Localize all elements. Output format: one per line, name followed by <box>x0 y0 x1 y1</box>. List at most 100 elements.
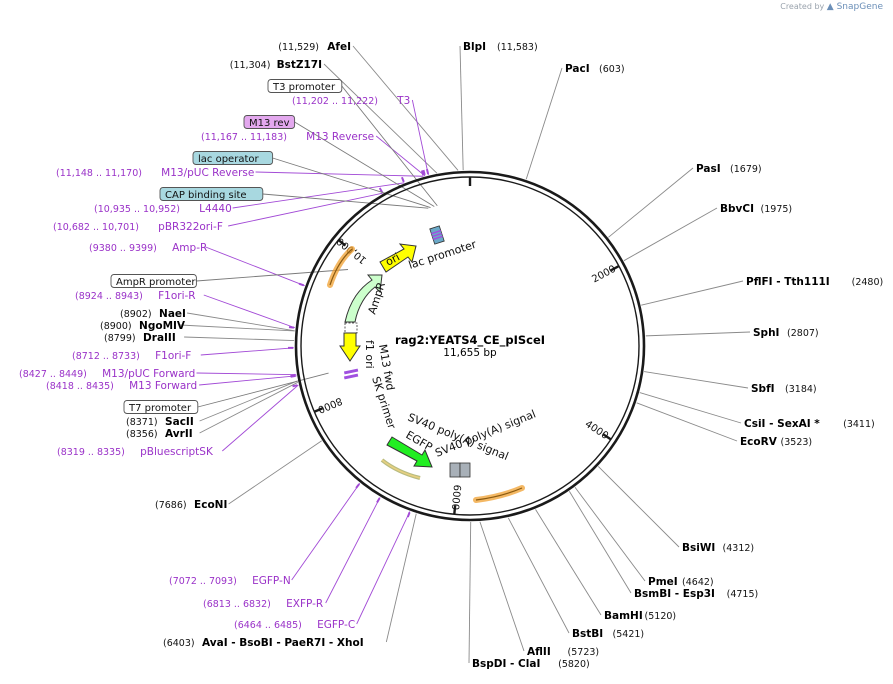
enzyme-site-label[interactable]: BbvCI(1975) <box>720 203 792 215</box>
feature-leader-line <box>197 372 329 408</box>
primer-label[interactable]: (8319 .. 8335)pBluescriptSK <box>57 446 214 458</box>
boxed-feature-label[interactable]: M13 rev <box>243 115 296 129</box>
primer-label[interactable]: (9380 .. 9399)Amp-R <box>89 242 207 254</box>
enzyme-leader-line <box>199 381 298 434</box>
primer-label[interactable]: (11,148 .. 11,170) M13/pUC Reverse <box>56 167 254 179</box>
enzyme-site-label[interactable]: (8799)DraIII <box>104 332 176 344</box>
enzyme-name: BlpI <box>463 41 486 53</box>
primer-position: (10,935 .. 10,952) <box>94 204 180 215</box>
enzyme-name: BsiWI <box>682 542 715 554</box>
enzyme-site-label[interactable]: CsiI - SexAI *(3411) <box>744 418 875 430</box>
primer-site-mark <box>298 282 305 287</box>
primer-site-mark <box>288 326 295 329</box>
primer-label[interactable]: (6813 .. 6832)EXFP-R <box>203 598 323 610</box>
primer-site-mark <box>290 373 296 377</box>
enzyme-site-label[interactable]: (7686)EcoNI <box>155 499 227 511</box>
enzyme-site-label[interactable]: AflII(5723) <box>527 646 599 658</box>
primer-position: (8319 .. 8335) <box>57 447 125 458</box>
enzyme-site-label[interactable]: BlpI(11,583) <box>463 41 538 53</box>
primer-label[interactable]: (11,202 .. 11,222)T3 <box>292 95 410 107</box>
enzyme-position: (3184) <box>785 384 817 395</box>
enzyme-name: BspDI - ClaI <box>472 658 540 670</box>
primer-position: (8427 .. 8449) <box>19 369 87 380</box>
primer-label[interactable]: (8418 .. 8435)M13 Forward <box>46 380 197 392</box>
lac-promoter-feature[interactable] <box>429 225 445 245</box>
enzyme-site-label[interactable]: (11,304)BstZ17I <box>230 59 322 71</box>
boxed-feature-label[interactable]: T3 promoter <box>267 79 343 93</box>
enzyme-leader-line <box>180 324 295 332</box>
enzyme-leader-line <box>459 45 464 171</box>
primer-label[interactable]: (8924 .. 8943)F1ori-R <box>75 290 196 302</box>
enzyme-site-label[interactable]: BamHI(5120) <box>604 610 676 622</box>
sv40-polya-box-2[interactable] <box>459 462 471 478</box>
enzyme-site-label[interactable]: BsmBI - Esp3I(4715) <box>634 588 758 600</box>
primer-leader-line <box>200 347 295 356</box>
enzyme-site-label[interactable]: SbfI(3184) <box>751 383 817 395</box>
enzyme-leader-line <box>645 331 751 337</box>
egfp-arrow[interactable] <box>386 436 433 468</box>
primer-site-mark <box>292 384 298 388</box>
feature-label-f1-ori: f1 ori <box>363 340 376 369</box>
enzyme-site-label[interactable]: PasI(1679) <box>696 163 762 175</box>
boxed-feature-label[interactable]: lac operator <box>192 151 274 165</box>
m13-fwd-bar[interactable] <box>343 368 359 375</box>
primer-label[interactable]: (8712 .. 8733)F1ori-F <box>72 350 191 362</box>
boxed-feature-label[interactable]: CAP binding site <box>159 187 264 201</box>
enzyme-name: BamHI <box>604 610 643 622</box>
enzyme-name: BstBI <box>572 628 603 640</box>
enzyme-site-label[interactable]: (8900)NgoMIV <box>100 320 186 332</box>
enzyme-site-label[interactable]: (8356)AvrII <box>126 428 193 440</box>
enzyme-leader-line <box>644 371 749 389</box>
primer-name: EGFP-C <box>317 619 355 631</box>
enzyme-site-label[interactable]: EcoRV(3523) <box>740 436 812 448</box>
enzyme-site-label[interactable]: (8371)SacII <box>126 416 194 428</box>
enzyme-site-label[interactable]: PmeI(4642) <box>648 576 714 588</box>
primer-name: M13/pUC Reverse <box>161 167 254 179</box>
ampr-promoter-feature[interactable] <box>344 322 358 334</box>
enzyme-position: (2807) <box>787 328 819 339</box>
primer-label[interactable]: (11,167 .. 11,183)M13 Reverse <box>201 131 374 143</box>
tick-mark <box>337 238 347 247</box>
feature-box <box>159 187 264 201</box>
enzyme-name: SphI <box>753 327 779 339</box>
enzyme-site-label[interactable]: BspDI - ClaI(5820) <box>472 658 590 670</box>
enzyme-position: (6403) <box>163 638 195 649</box>
primer-label[interactable]: (10,682 .. 10,701)pBR322ori-F <box>53 221 223 233</box>
primer-site-mark <box>378 187 384 193</box>
enzyme-site-label[interactable]: BsiWI(4312) <box>682 542 754 554</box>
boxed-feature-label[interactable]: AmpR promoter <box>110 274 197 288</box>
f1-ori-arrow[interactable] <box>339 332 361 362</box>
feature-box <box>192 151 274 165</box>
primer-label[interactable]: (6464 .. 6485)EGFP-C <box>234 619 355 631</box>
feature-box-text: M13 rev <box>249 118 290 129</box>
primer-label[interactable]: (7072 .. 7093)EGFP-N <box>169 575 291 587</box>
enzyme-site-label[interactable]: PacI(603) <box>565 63 625 75</box>
sv40-polya-box-1[interactable] <box>449 462 461 478</box>
enzyme-site-label[interactable]: SphI (2807) <box>753 327 819 339</box>
enzyme-site-label[interactable]: BstBI(5421) <box>572 628 644 640</box>
primer-leader-line <box>325 497 381 604</box>
primer-label[interactable]: (8427 .. 8449) M13/pUC Forward <box>19 368 195 380</box>
feature-box <box>267 79 343 93</box>
enzyme-name: DraIII <box>143 332 176 344</box>
ampr-arrow[interactable] <box>344 274 383 323</box>
tick-mark <box>602 433 612 441</box>
enzyme-leader-line <box>468 521 472 664</box>
enzyme-leader-line <box>184 336 295 341</box>
primer-site-mark <box>376 497 381 503</box>
primer-name: M13/pUC Forward <box>102 368 195 380</box>
boxed-feature-label[interactable]: T7 promoter <box>123 400 199 414</box>
primer-position: (11,148 .. 11,170) <box>56 168 142 179</box>
sk-primer-bar[interactable] <box>343 373 359 380</box>
enzyme-site-label[interactable]: PflFI - Tth111I(2480) <box>746 276 883 288</box>
enzyme-position: (11,304) <box>230 60 271 71</box>
enzyme-site-label[interactable]: (11,529)AfeI <box>278 41 351 53</box>
enzyme-name: BsmBI - Esp3I <box>634 588 715 600</box>
primer-label[interactable]: (10,935 .. 10,952)L4440 <box>94 203 232 215</box>
ori-arrow[interactable] <box>379 243 417 273</box>
enzyme-name: NgoMIV <box>139 320 186 332</box>
primer-name: EGFP-N <box>252 575 291 587</box>
primer-leader-line <box>291 483 361 581</box>
enzyme-site-label[interactable]: (8902)NaeI <box>120 308 186 320</box>
enzyme-site-label[interactable]: (6403)AvaI - BsoBI - PaeR7I - XhoI <box>163 637 364 649</box>
